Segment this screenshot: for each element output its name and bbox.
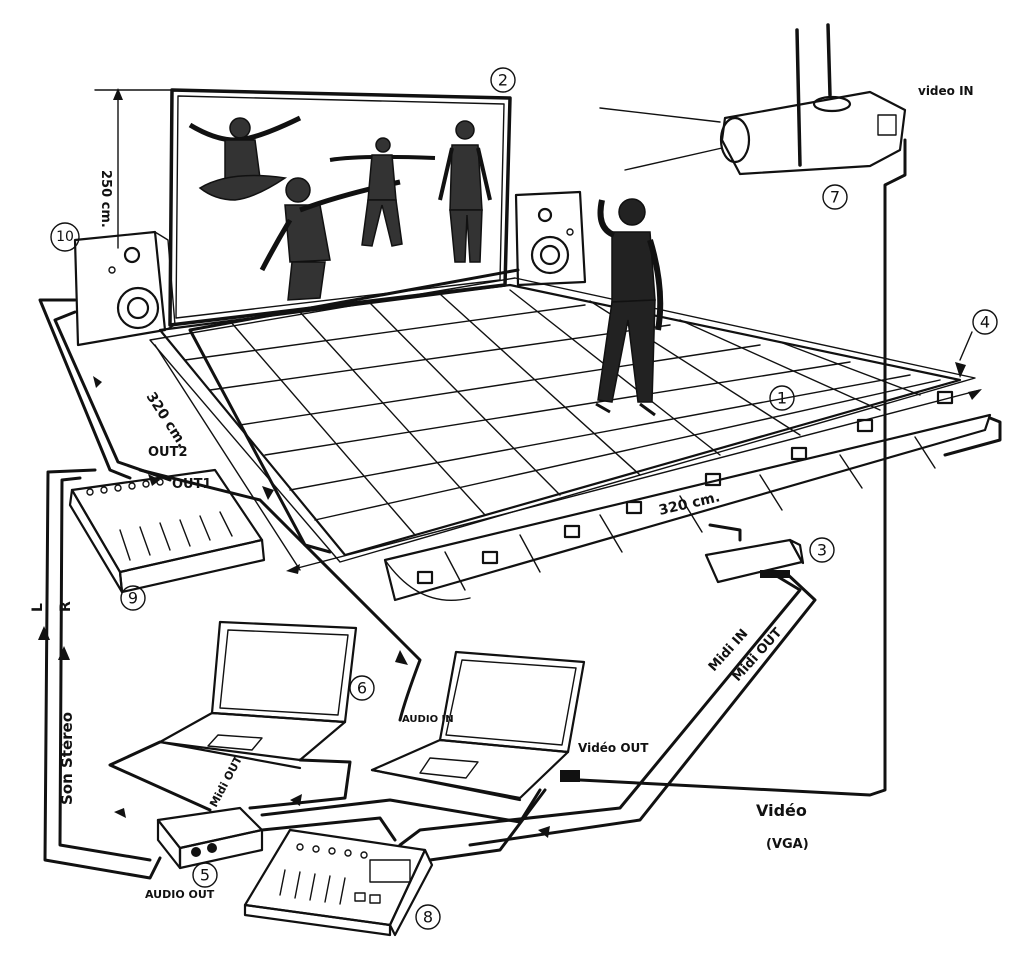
laptop-left [158,620,358,770]
callout-6-label: 6 [357,679,367,698]
projected-dancer-figures [188,115,492,301]
callout-7: 7 [822,184,848,210]
callout-1-label: 1 [777,389,787,408]
audio-out-label: AUDIO OUT [145,888,215,901]
dance-floor [149,277,976,563]
video-in-label: video IN [918,84,974,98]
callout-8-label: 8 [423,908,433,927]
vga-label: (VGA) [766,837,809,852]
left-channel-label: L [30,603,46,612]
callout-4-label: 4 [980,313,990,332]
callout-2: 2 [490,67,516,93]
floor-depth-dimension [154,344,301,571]
callout-3: 3 [809,537,835,563]
midi-out-label: Midi OUT [207,753,245,809]
audio-in-label: AUDIO IN [402,714,454,725]
floor-depth-label: 320 cm. [143,389,190,450]
cables [38,138,1002,880]
floor-width-dimension [286,389,982,574]
callout-1: 1 [769,385,795,411]
callout-7-label: 7 [830,188,840,207]
audio-interface [156,806,264,870]
sensor-strip [383,390,992,602]
callout-10: 10 [50,222,80,252]
screen-height-label: 250 cm. [98,170,113,228]
callout-9-label: 9 [128,589,138,608]
video-out-label: Vidéo OUT [578,741,649,755]
out2-label: OUT2 [148,445,188,460]
speaker-right [514,190,587,287]
live-dancer [595,198,664,417]
callout-3-label: 3 [817,541,827,560]
speaker-left [73,230,176,347]
audio-mixer [68,468,266,594]
callout-2-label: 2 [498,71,508,90]
screen-height-dimension [94,88,176,249]
callout-9: 9 [120,585,146,611]
callout-5: 5 [192,862,218,888]
right-channel-label: R [58,601,74,612]
callout-8: 8 [415,904,441,930]
callout-5-label: 5 [200,866,210,885]
callout-6: 6 [349,675,375,701]
callout-4: 4 [955,309,998,378]
sensor-box [416,390,954,585]
callout-10-label: 10 [56,229,74,245]
video-label: Vidéo [756,801,807,820]
out1-label: OUT1 [172,477,212,492]
midi-controller [243,828,434,937]
son-stereo-label: Son Stéreo [58,712,76,805]
video-projector [599,23,907,176]
laptop-right [370,650,586,802]
projection-screen [168,88,512,327]
